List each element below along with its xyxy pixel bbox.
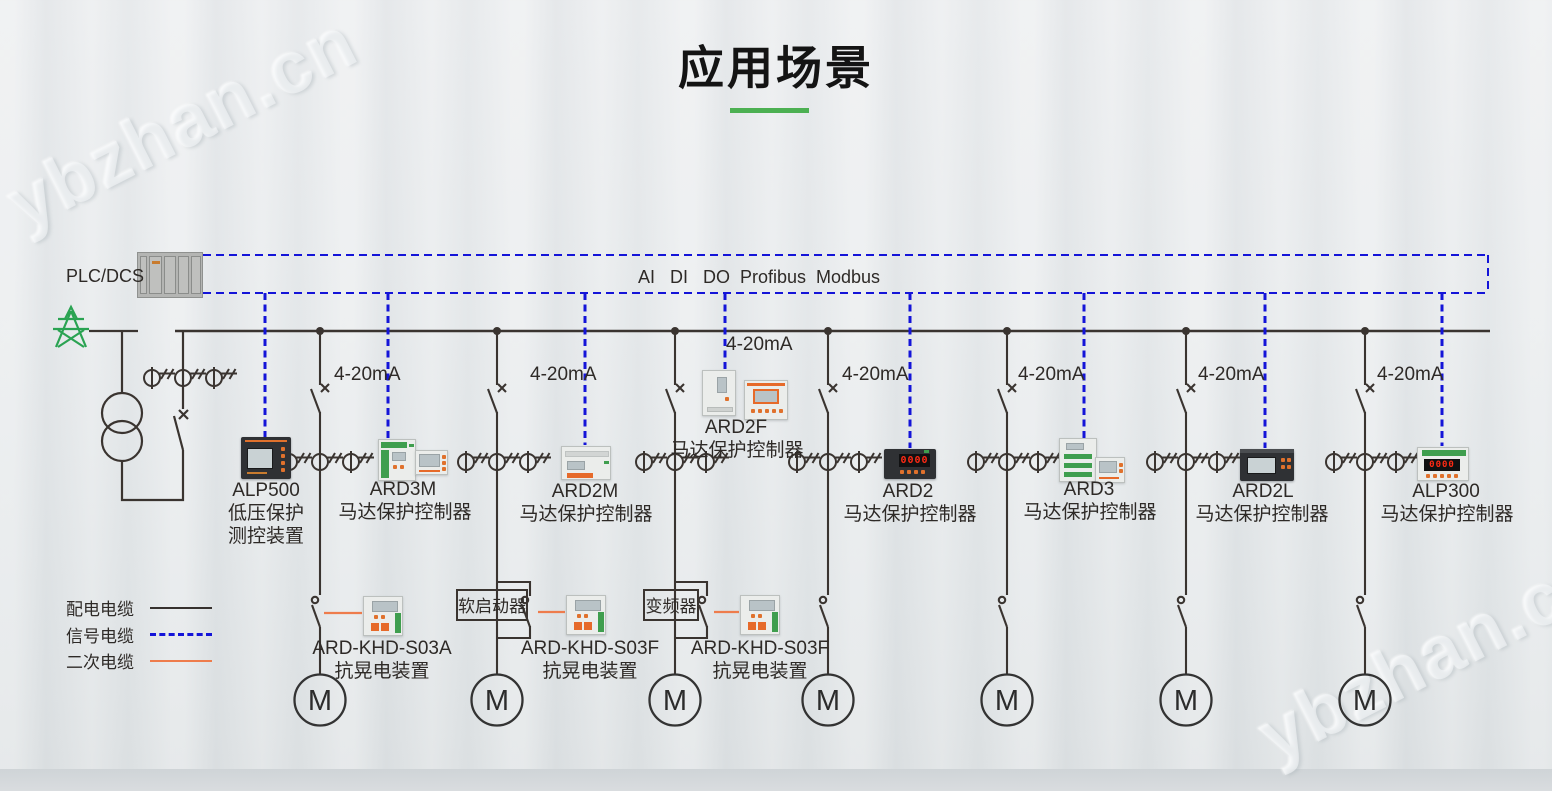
- ard2-display-value: 0000: [899, 454, 930, 467]
- device-image-ard2: 0000: [884, 449, 936, 479]
- device-image-alp300: 0000: [1417, 447, 1469, 481]
- khd1-model: ARD-KHD-S03A: [312, 638, 452, 659]
- legend-label-signal-cable: 信号电缆: [66, 627, 134, 646]
- ard3m-desc: 马达保护控制器: [338, 502, 472, 523]
- ma-label-7: 4-20mA: [1377, 364, 1444, 385]
- legend-label-power-cable: 配电电缆: [66, 600, 134, 619]
- signal-drops: [263, 293, 1444, 448]
- alp300-display-value: 0000: [1424, 459, 1460, 471]
- legend-swatch-dashed-blue: [150, 633, 212, 636]
- ma-label-5: 4-20mA: [1018, 364, 1085, 385]
- motor-symbols: [293, 673, 1392, 727]
- device-image-ard2m: [561, 446, 611, 480]
- legend-swatch-solid-orange: [150, 660, 212, 662]
- device-image-ard3: [1059, 438, 1097, 482]
- legend-label-secondary-cable: 二次电缆: [66, 653, 134, 672]
- device-image-ard3-display: [1095, 457, 1125, 483]
- ard3-desc: 马达保护控制器: [1023, 502, 1157, 523]
- legend-swatch-solid-black: [150, 607, 212, 609]
- device-image-alp500: [241, 437, 291, 479]
- plc-dcs-label: PLC/DCS: [66, 266, 145, 286]
- ard2l-model: ARD2L: [1232, 481, 1294, 502]
- khd3-desc: 抗晃电装置: [712, 661, 808, 682]
- device-image-ard2l: [1240, 449, 1294, 481]
- ard2-desc: 马达保护控制器: [843, 504, 977, 525]
- ma-label-3: 4-20mA: [726, 334, 793, 355]
- motor-label-4: M: [815, 685, 841, 717]
- khd2-desc: 抗晃电装置: [542, 661, 638, 682]
- alp300-model: ALP300: [1412, 481, 1480, 502]
- vfd-box: [643, 589, 699, 621]
- motor-label-5: M: [994, 685, 1020, 717]
- signal-bus-box: [203, 254, 1489, 294]
- page-title: 应用场景: [678, 42, 874, 94]
- device-image-khd-1: [363, 596, 403, 636]
- feeder-lines: [89, 329, 189, 502]
- khd1-desc: 抗晃电装置: [334, 661, 430, 682]
- soft-starter-label: 软启动器: [458, 597, 526, 616]
- ard2f-desc: 马达保护控制器: [670, 440, 804, 461]
- alp500-desc-2: 测控装置: [227, 526, 305, 547]
- soft-starter-box: [456, 589, 528, 621]
- motor-label-3: M: [662, 685, 688, 717]
- ard2m-desc: 马达保护控制器: [519, 504, 653, 525]
- device-image-ard2f-display: [744, 380, 788, 420]
- plc-image: [137, 252, 203, 298]
- motor-label-2: M: [484, 685, 510, 717]
- device-image-khd-2: [566, 595, 606, 635]
- ard3-model: ARD3: [1063, 479, 1115, 500]
- vfd-label: 变频器: [645, 597, 697, 616]
- ard3m-model: ARD3M: [369, 479, 437, 500]
- device-image-ard3m-display: [415, 450, 448, 475]
- device-image-ard3m: [378, 439, 416, 481]
- ma-label-2: 4-20mA: [530, 364, 597, 385]
- junction-dots: [316, 327, 1369, 335]
- floor-band: [0, 769, 1552, 791]
- device-image-ard2f-module: [702, 370, 736, 416]
- ard2f-model: ARD2F: [704, 417, 768, 438]
- power-tower-icon: [53, 304, 89, 348]
- alp300-desc: 马达保护控制器: [1380, 504, 1514, 525]
- ma-label-6: 4-20mA: [1198, 364, 1265, 385]
- motor-label-1: M: [307, 685, 333, 717]
- breaker-symbols: [309, 382, 1376, 415]
- ma-label-1: 4-20mA: [334, 364, 401, 385]
- ard2m-model: ARD2M: [551, 481, 619, 502]
- ma-label-4: 4-20mA: [842, 364, 909, 385]
- alp500-desc-1: 低压保护: [227, 503, 305, 524]
- title-underline: [730, 108, 809, 113]
- motor-label-7: M: [1352, 685, 1378, 717]
- alp500-model: ALP500: [232, 480, 300, 501]
- device-image-khd-3: [740, 595, 780, 635]
- motor-label-6: M: [1173, 685, 1199, 717]
- secondary-wires: [324, 610, 739, 615]
- ard2l-desc: 马达保护控制器: [1195, 504, 1329, 525]
- khd2-model: ARD-KHD-S03F: [520, 638, 660, 659]
- protocols-label: AI DI DO Profibus Modbus: [637, 267, 881, 287]
- transformer-symbol: [100, 391, 144, 435]
- ard2-model: ARD2: [882, 481, 934, 502]
- khd3-model: ARD-KHD-S03F: [690, 638, 830, 659]
